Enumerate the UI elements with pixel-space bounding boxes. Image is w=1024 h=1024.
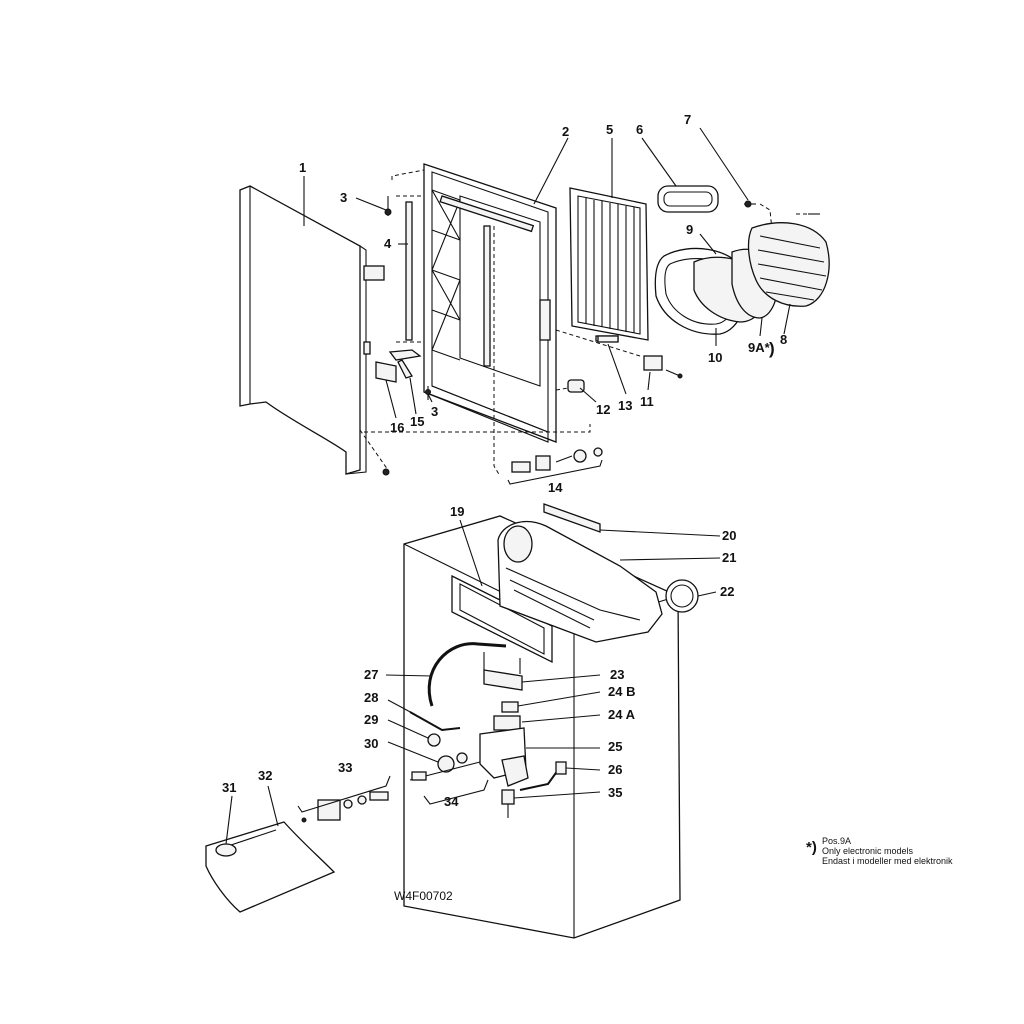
footnote-line-3: Endast i modeller med elektronik (822, 856, 953, 866)
part-5-grille (569, 187, 649, 342)
callout-21: 21 (722, 550, 736, 565)
callout-31: 31 (222, 780, 236, 795)
callout-25: 25 (608, 739, 622, 754)
part-24b-switch (501, 701, 519, 713)
part-35-lamp (501, 789, 515, 818)
callout-1: 1 (299, 160, 306, 175)
callout-24b: 24 B (608, 684, 635, 699)
callout-3-bottom: 3 (431, 404, 438, 419)
part-3-screw-top (384, 196, 392, 216)
callout-27: 27 (364, 667, 378, 682)
callout-34: 34 (444, 794, 459, 809)
part-14-pin-set (507, 447, 603, 485)
part-31-knob (215, 843, 237, 857)
callout-6: 6 (636, 122, 643, 137)
callout-30: 30 (364, 736, 378, 751)
part-28-lever (409, 711, 461, 732)
part-23-bracket (483, 652, 523, 691)
callout-9a-paren: ) (769, 339, 775, 358)
part-2-door-frame (423, 163, 557, 443)
part-15-hinge (388, 349, 422, 379)
part-16-hinge-bracket (375, 361, 397, 383)
callout-9: 9 (686, 222, 693, 237)
part-22-ring (665, 579, 699, 613)
callout-7: 7 (684, 112, 691, 127)
callout-24a: 24 A (608, 707, 636, 722)
part-33-control-set (297, 775, 391, 823)
callout-28: 28 (364, 690, 378, 705)
callout-19: 19 (450, 504, 464, 519)
part-29-knob (427, 733, 441, 747)
callout-9a: 9A* (748, 340, 771, 355)
callout-5: 5 (606, 122, 613, 137)
part-27-cable (427, 642, 507, 707)
screw-bottom-panel (382, 468, 390, 476)
callout-10: 10 (708, 350, 722, 365)
callout-8: 8 (780, 332, 787, 347)
footnote-line-2: Only electronic models (822, 846, 914, 856)
footnote-line-1: Pos.9A (822, 836, 851, 846)
callout-11: 11 (640, 394, 654, 409)
drawing-code: W4F00702 (394, 889, 453, 903)
callout-12: 12 (596, 402, 610, 417)
callout-14: 14 (548, 480, 563, 495)
part-24a-switch (493, 715, 521, 731)
part-34-shaft-set (409, 761, 489, 805)
footnote-marker: *) (806, 839, 817, 856)
callout-4: 4 (384, 236, 392, 251)
part-8-filter-grille (747, 222, 830, 307)
part-6-gasket (657, 185, 719, 213)
callout-15: 15 (410, 414, 424, 429)
callout-29: 29 (364, 712, 378, 727)
callout-23: 23 (610, 667, 624, 682)
part-25-housing (479, 727, 529, 787)
part-4-seal-strip (405, 201, 413, 341)
callout-26: 26 (608, 762, 622, 777)
part-30-knob (437, 752, 468, 773)
callout-33: 33 (338, 760, 352, 775)
part-12-knob (567, 379, 585, 393)
part-32-front-cover (205, 821, 336, 913)
part-21-duct (497, 520, 663, 643)
callout-13: 13 (618, 398, 632, 413)
part-13-bracket (597, 335, 619, 343)
callout-labels: 1 2 3 3 4 5 6 7 8 9 9A* ) 10 11 12 13 14… (222, 112, 787, 809)
callout-32: 32 (258, 768, 272, 783)
callout-3-top: 3 (340, 190, 347, 205)
callout-16: 16 (390, 420, 404, 435)
callout-35: 35 (608, 785, 622, 800)
callout-22: 22 (720, 584, 734, 599)
part-7-screw (744, 200, 820, 231)
part-1-side-panel (239, 185, 385, 475)
footnote: *) Pos.9A Only electronic models Endast … (806, 836, 953, 866)
part-11-clip (643, 355, 683, 379)
callout-2: 2 (562, 124, 569, 139)
leader-lines (225, 127, 791, 845)
part-20-plate (543, 503, 601, 533)
callout-20: 20 (722, 528, 736, 543)
